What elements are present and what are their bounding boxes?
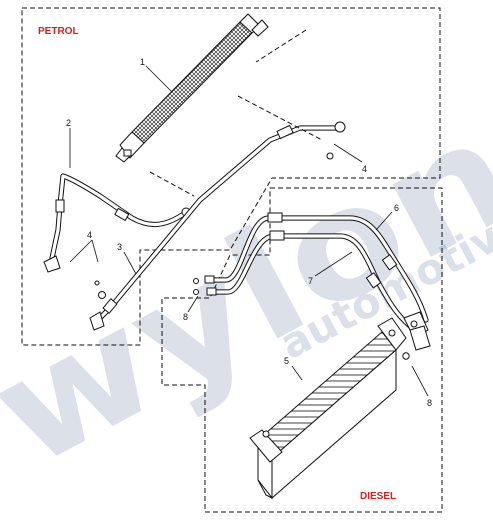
petrol-feed-pipe — [43, 173, 191, 273]
guide-line-1 — [149, 171, 195, 197]
diesel-hose-upper — [209, 212, 429, 323]
callout-1: 1 — [140, 57, 145, 67]
callout-7: 7 — [308, 276, 313, 286]
watermark: wylon automotive — [0, 85, 493, 502]
callout-4-petrol-left: 4 — [87, 230, 92, 240]
callout-5: 5 — [284, 356, 289, 366]
diesel-oil-cooler — [249, 317, 407, 500]
leader-lines — [69, 65, 429, 397]
petrol-oil-cooler — [115, 13, 269, 163]
petrol-label: PETROL — [38, 26, 79, 37]
callout-8-right: 8 — [427, 398, 432, 408]
callout-6: 6 — [394, 203, 399, 213]
callout-2: 2 — [66, 118, 71, 128]
petrol-return-hose — [89, 121, 346, 331]
diesel-o-rings — [193, 278, 410, 360]
petrol-o-rings — [94, 152, 334, 299]
callout-4-petrol-right: 4 — [362, 164, 367, 174]
diesel-hose-fittings — [204, 275, 431, 351]
petrol-region-border — [21, 7, 441, 346]
guide-line-3 — [255, 29, 307, 63]
callout-3: 3 — [117, 242, 122, 252]
diesel-hose-lower — [211, 230, 413, 329]
diesel-label: DIESEL — [360, 491, 396, 502]
callout-8-left: 8 — [183, 312, 188, 322]
